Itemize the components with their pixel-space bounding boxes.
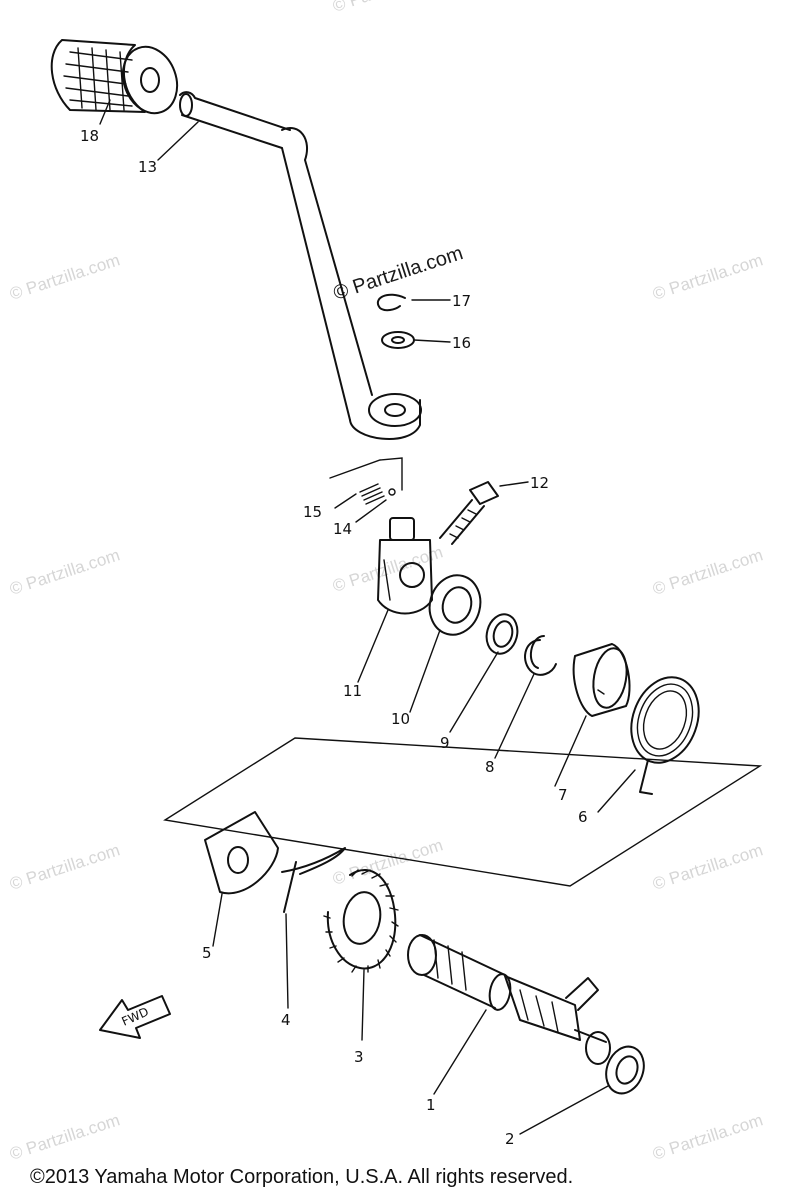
callout-11: 11 [343, 682, 362, 700]
part-7-spring-cover [572, 643, 631, 717]
part-18-kick-grip [50, 39, 179, 115]
part-5-plate [204, 811, 279, 895]
part-16-washer [381, 331, 415, 349]
part-6-torsion-spring [630, 676, 700, 795]
watermark-text: © Partzilla.com [650, 545, 765, 598]
faint-watermarks: © Partzilla.com © Partzilla.com © Partzi… [7, 0, 765, 1160]
part-9-washer [485, 613, 519, 655]
callout-6: 6 [578, 808, 588, 826]
forward-direction-arrow-icon: FWD [99, 995, 171, 1039]
watermark-text: © Partzilla.com [7, 545, 122, 598]
fwd-label: FWD [120, 1005, 151, 1029]
part-10-oil-seal [428, 574, 482, 636]
part-12-bolt [439, 481, 499, 545]
watermark-text: © Partzilla.com [330, 0, 445, 16]
callout-1: 1 [426, 1096, 436, 1114]
callout-14: 14 [333, 520, 352, 538]
callout-5: 5 [202, 944, 212, 962]
assembly-bracket-line [329, 457, 403, 491]
part-11-kick-boss [377, 517, 433, 615]
leader-lines [99, 99, 636, 1135]
callout-18: 18 [80, 127, 99, 145]
part-1-kick-axle [407, 934, 611, 1065]
callout-3: 3 [354, 1048, 364, 1066]
part-13-kick-crank [179, 91, 422, 440]
callout-10: 10 [391, 710, 410, 728]
watermark-text: © Partzilla.com [650, 1110, 765, 1160]
callout-13: 13 [138, 158, 157, 176]
part-2-washer [605, 1045, 645, 1095]
watermark-text: © Partzilla.com [7, 1110, 122, 1160]
watermark-text: © Partzilla.com [650, 250, 765, 303]
exploded-view-drawing: © Partzilla.com © Partzilla.com © Partzi… [7, 0, 765, 1160]
part-14-ball [388, 488, 396, 496]
watermark-text: © Partzilla.com [7, 840, 122, 893]
callout-16: 16 [452, 334, 471, 352]
watermark-text: © Partzilla.com [330, 835, 445, 888]
assembly-outline [163, 737, 763, 887]
part-8-circlip [524, 635, 557, 676]
callout-12: 12 [530, 474, 549, 492]
callout-7: 7 [558, 786, 568, 804]
part-3-kick-gear [323, 869, 399, 973]
part-17-circlip [377, 293, 406, 312]
watermark-text: © Partzilla.com [7, 250, 122, 303]
callout-4: 4 [281, 1011, 291, 1029]
copyright-footer: ©2013 Yamaha Motor Corporation, U.S.A. A… [30, 1166, 574, 1188]
callout-17: 17 [452, 292, 471, 310]
callout-2: 2 [505, 1130, 515, 1148]
part-4-clip [281, 847, 346, 913]
callout-8: 8 [485, 758, 495, 776]
watermark-text: © Partzilla.com [650, 840, 765, 893]
part-15-spring [359, 483, 385, 505]
callout-9: 9 [440, 734, 450, 752]
callout-15: 15 [303, 503, 322, 521]
callout-numbers: 18 13 17 16 15 14 12 11 10 9 8 7 6 5 4 3… [80, 127, 588, 1148]
